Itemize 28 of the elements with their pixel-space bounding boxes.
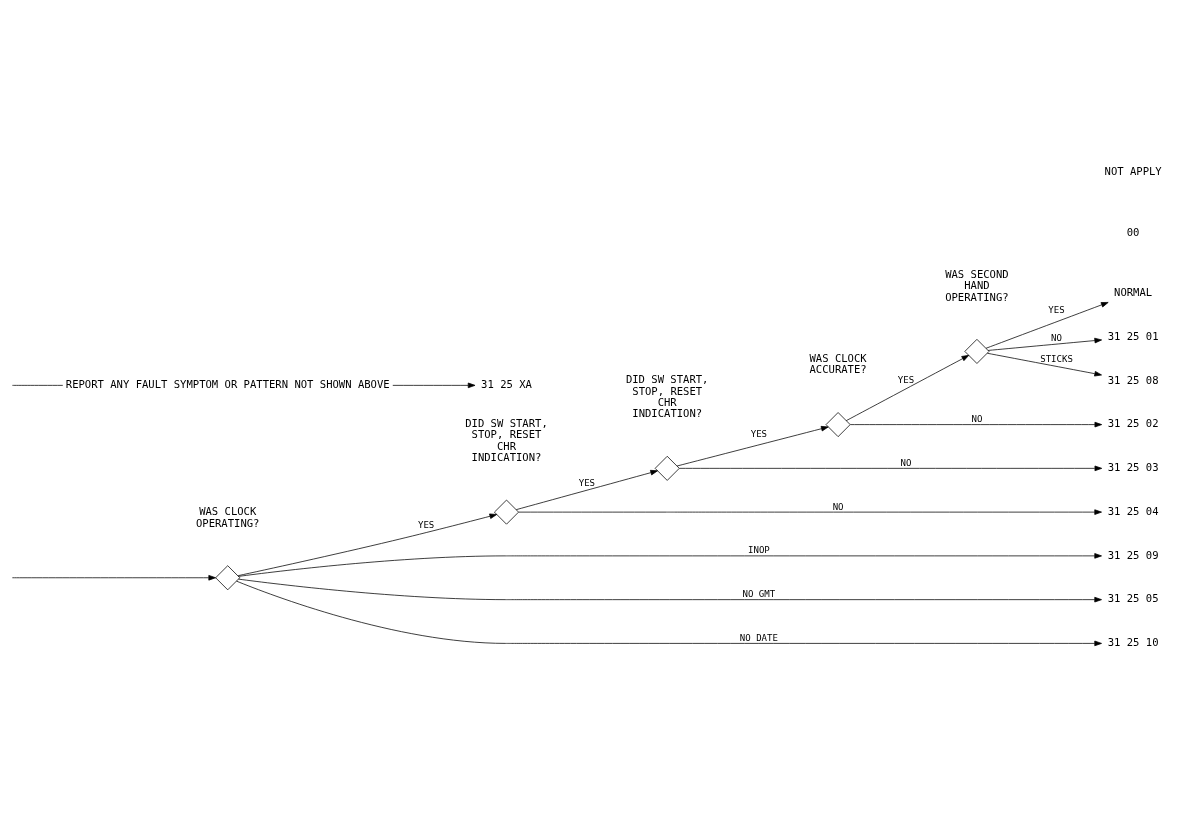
node-text: 31 25 09 [1107,548,1159,561]
label: DID SW START, STOP, RESET CHR INDICATION? [625,373,709,420]
node-text: 31 25 05 [1107,592,1159,605]
node-text: 31 25 XA [481,378,532,391]
node-text: NORMAL [1114,286,1153,299]
edge-label: INOP [747,545,770,556]
label: NOT APPLY [1104,165,1162,178]
node-text: 31 25 08 [1107,373,1159,386]
edge-label: STICKS [1040,353,1073,364]
edge-label: NO [1051,332,1062,343]
label: WAS CLOCK ACCURATE? [809,352,867,376]
edge-label: YES [578,478,596,489]
edge-label: YES [1048,305,1065,316]
node-text: 31 25 10 [1107,636,1159,649]
edge-label: YES [417,519,435,530]
edge-label: NO [832,501,844,512]
edge-label: YES [750,429,768,440]
node-text: 31 25 03 [1107,461,1159,474]
edge-label: NO DATE [739,632,778,643]
node-text: 31 25 02 [1107,417,1159,430]
node-text: 31 25 01 [1107,329,1159,342]
edge-label: YES [897,374,915,385]
edge-label: NO [971,414,983,425]
edge-label: NO [900,457,912,468]
node-text: 31 25 04 [1107,504,1159,517]
node-text: REPORT ANY FAULT SYMPTOM OR PATTERN NOT SHOWN ABOVE [65,378,390,391]
label: 00 [1126,225,1140,238]
edge-label: NO GMT [742,589,776,600]
